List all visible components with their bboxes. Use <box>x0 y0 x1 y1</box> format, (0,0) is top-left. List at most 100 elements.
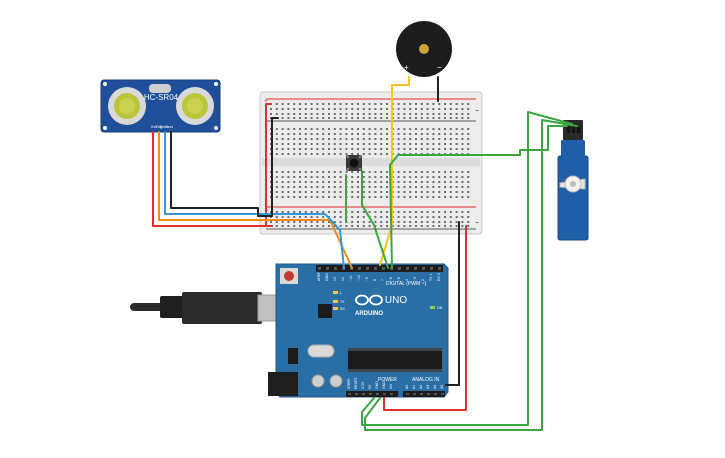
wire-gnd-arduino[interactable] <box>445 221 460 386</box>
wire-servo-signal[interactable] <box>389 125 568 269</box>
breadboard-hole <box>432 225 435 227</box>
breadboard-hole <box>461 103 464 105</box>
breadboard-hole <box>287 153 290 155</box>
usb-chip <box>318 304 332 318</box>
breadboard-hole <box>339 153 342 155</box>
ultrasonic-sensor[interactable]: HC-SR04 Vcc Trig Echo Gnd <box>100 79 221 133</box>
pin-label: ~6 <box>389 277 393 281</box>
breadboard-hole <box>328 128 330 130</box>
breadboard-hole <box>270 108 272 110</box>
header-pin-hole <box>427 393 430 395</box>
breadboard-hole <box>351 108 354 110</box>
breadboard-hole <box>333 128 336 130</box>
breadboard-hole <box>432 196 435 198</box>
breadboard-hole <box>374 143 377 145</box>
breadboard-hole <box>281 176 284 178</box>
arduino-uno-board[interactable]: DIGITAL (PWM ~) ARDUINO UNO L TX RX ON P… <box>268 263 449 398</box>
breadboard-hole <box>333 148 336 150</box>
wire-sensor-vcc[interactable] <box>152 131 273 227</box>
wire-button-signal[interactable] <box>361 170 389 269</box>
breadboard-hole <box>449 108 452 110</box>
arduino-brand: ARDUINO <box>355 311 383 317</box>
breadboard-hole <box>467 196 470 198</box>
breadboard-hole <box>403 181 406 183</box>
breadboard-hole <box>467 191 470 193</box>
breadboard-hole <box>444 211 446 213</box>
digital-header[interactable] <box>316 265 443 272</box>
breadboard-hole <box>380 133 383 135</box>
servo-motor[interactable] <box>557 120 589 241</box>
header-pin-holes <box>318 267 444 395</box>
breadboard-hole <box>316 186 319 188</box>
breadboard-hole <box>420 113 423 115</box>
breadboard-hole <box>333 221 336 223</box>
breadboard-hole <box>467 181 470 183</box>
breadboard-hole <box>275 113 278 115</box>
breadboard-hole <box>438 143 441 145</box>
wire-servo-ground[interactable] <box>364 119 578 431</box>
breadboard-hole <box>351 117 354 119</box>
header-pin-hole <box>374 267 377 270</box>
servo-body <box>557 155 589 241</box>
breadboard-hole <box>380 153 383 155</box>
breadboard-hole <box>420 216 423 218</box>
breadboard-hole <box>374 153 377 155</box>
analog-header[interactable] <box>403 391 445 397</box>
breadboard-hole <box>386 176 388 178</box>
push-button-cap <box>349 158 359 168</box>
wire-buzzer-positive[interactable] <box>379 76 410 266</box>
power-pin-labels: IOREF RESET 3.3V 5V GND GND Vin <box>347 376 393 389</box>
breadboard-hole <box>374 148 377 150</box>
breadboard-hole <box>426 176 429 178</box>
wire-gnd-rail-link[interactable] <box>271 117 279 217</box>
breadboard-hole <box>293 113 296 115</box>
breadboard-hole <box>304 171 307 173</box>
breadboard-hole <box>420 211 423 213</box>
breadboard-hole <box>461 221 464 223</box>
wire-servo-power[interactable] <box>361 111 573 426</box>
breadboard-hole <box>432 138 435 140</box>
breadboard-hole <box>409 176 412 178</box>
breadboard-hole <box>374 186 377 188</box>
breadboard-hole <box>449 176 452 178</box>
breadboard-hole <box>310 171 313 173</box>
breadboard[interactable]: + − + − <box>259 91 483 235</box>
breadboard-hole <box>328 133 330 135</box>
breadboard-hole <box>368 153 371 155</box>
breadboard-hole <box>339 196 342 198</box>
breadboard-hole <box>293 176 296 178</box>
breadboard-hole <box>287 196 290 198</box>
breadboard-hole <box>304 138 307 140</box>
breadboard-hole <box>287 113 290 115</box>
breadboard-hole <box>409 148 412 150</box>
breadboard-hole <box>461 216 464 218</box>
power-jack[interactable] <box>268 372 298 396</box>
reset-button[interactable] <box>284 271 294 281</box>
push-button[interactable] <box>346 155 362 171</box>
pin-label: AREF <box>317 272 321 281</box>
breadboard-hole <box>386 216 388 218</box>
breadboard-hole <box>345 113 348 115</box>
pin-label: ~11 <box>349 275 353 281</box>
breadboard-hole <box>380 113 383 115</box>
piezo-buzzer[interactable]: + − <box>396 21 452 77</box>
breadboard-hole <box>299 143 301 145</box>
breadboard-hole <box>368 108 371 110</box>
breadboard-hole <box>415 113 417 115</box>
wire-sensor-gnd[interactable] <box>170 131 273 217</box>
push-button-leg <box>346 155 350 159</box>
usb-cable[interactable] <box>130 292 291 324</box>
pin-label: ~5 <box>397 277 401 281</box>
breadboard-hole <box>275 103 278 105</box>
breadboard-hole <box>374 171 377 173</box>
breadboard-hole <box>339 143 342 145</box>
wire-sensor-echo[interactable] <box>164 131 345 269</box>
wire-5v-arduino[interactable] <box>383 225 467 411</box>
breadboard-hole <box>403 221 406 223</box>
breadboard-hole <box>293 128 296 130</box>
breadboard-hole <box>467 225 470 227</box>
breadboard-hole <box>293 133 296 135</box>
breadboard-hole <box>438 176 441 178</box>
breadboard-hole <box>351 148 354 150</box>
wire-power-rail-link[interactable] <box>265 103 273 227</box>
